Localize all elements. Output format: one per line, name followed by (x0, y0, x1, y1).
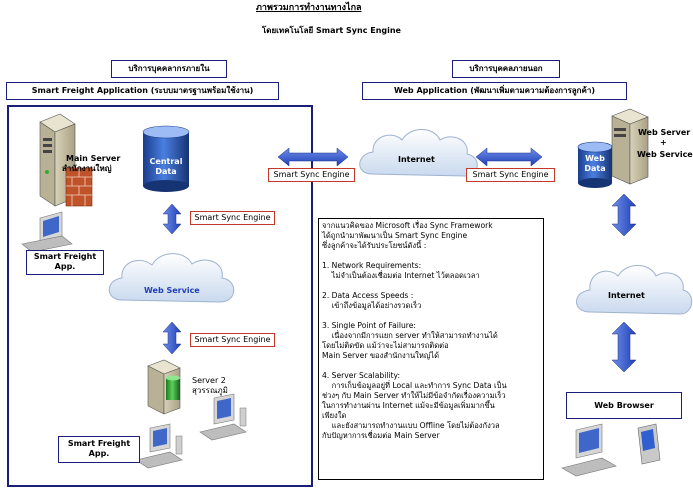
client-top-label-1: Smart Freight (33, 252, 97, 261)
internet-middle-label: Internet (398, 155, 435, 164)
web-server-label-1: Web Server (638, 128, 691, 137)
benefits-note-box: จากแนวคิดของ Microsoft เรื่อง Sync Frame… (318, 218, 544, 480)
firewall-icon (65, 167, 93, 207)
external-group-label: บริการบุคคลภายนอก (452, 60, 560, 78)
sync-engine-box-right: Smart Sync Engine (466, 168, 555, 182)
note-line: Main Server ของสำนักงานใหญ่ได้ (322, 351, 440, 360)
note-line: ช่วงๆ กับ Main Server ทำให้ไม่มีข้อจำกัด… (322, 391, 506, 400)
sync-engine-box-2: Smart Sync Engine (190, 333, 275, 347)
main-server-label: Main Server (66, 154, 121, 163)
client-top-label-2: App. (54, 262, 76, 271)
note-line (322, 361, 540, 371)
note-line: 1. Network Requirements: (322, 261, 422, 270)
client-top-label-box: Smart Freight App. (26, 250, 104, 275)
web-data-label-2: Data (584, 164, 606, 173)
note-line: จากแนวคิดของ Microsoft เรื่อง Sync Frame… (322, 221, 493, 230)
note-line (322, 311, 540, 321)
main-server-sublabel: สำนักงานใหญ่ (62, 164, 112, 173)
sync-arrow-horizontal-left (277, 147, 349, 167)
internal-frame (7, 105, 313, 487)
client-bottom-label-1: Smart Freight (67, 439, 131, 448)
web-data-cylinder-icon (577, 141, 613, 188)
note-line: ไม่จำเป็นต้องเชื่อมต่อ Internet ไว้ตลอดเ… (322, 271, 480, 280)
note-line: กับปัญหาการเชื่อมต่อ Main Server (322, 431, 440, 440)
client-pc-bottom-1-icon (135, 423, 183, 469)
sync-arrow-vertical-1 (162, 203, 182, 235)
server2-icon (147, 359, 181, 415)
sync-engine-box-left: Smart Sync Engine (268, 168, 355, 182)
internal-app-label: Smart Freight Application (ระบบมาตรฐานพร… (6, 82, 279, 100)
note-line (322, 251, 540, 261)
arrow-vertical-right (611, 193, 637, 237)
sync-engine-box-1: Smart Sync Engine (190, 211, 275, 225)
note-line (322, 281, 540, 291)
note-line: และยังสามารถทำงานแบบ Offline โดยไม่ต้องก… (322, 421, 500, 430)
client-pc-top-icon (21, 211, 73, 253)
web-service-cloud-icon (108, 253, 235, 303)
note-line: เนื่องจากมีการแยก server ทำให้สามารถทำงา… (322, 331, 498, 340)
note-line: ได้ถูกนำมาพัฒนาเป็น Smart Sync Engine (322, 231, 468, 240)
client-bottom-label-2: App. (88, 449, 110, 458)
benefits-note-text: จากแนวคิดของ Microsoft เรื่อง Sync Frame… (322, 221, 540, 441)
note-line: 2. Data Access Speeds : (322, 291, 414, 300)
web-browser-label: Web Browser (566, 392, 682, 419)
page-subtitle: โดยเทคโนโลยี Smart Sync Engine (262, 26, 401, 35)
central-data-label-1: Central (149, 157, 183, 166)
browser-pc-icon (561, 423, 617, 477)
external-app-label: Web Application (พัฒนาเพิ่มตามความต้องกา… (362, 82, 627, 100)
sync-arrow-vertical-2 (162, 321, 182, 355)
client-bottom-label-box: Smart Freight App. (58, 436, 140, 463)
server2-label: Server 2 (192, 376, 226, 385)
note-line: เพียงใด (322, 411, 347, 420)
arrow-vertical-right-bottom (611, 321, 637, 373)
note-line: โดยไม่ติดขัด แม้ว่าจะไม่สามารถติดต่อ (322, 341, 449, 350)
web-data-label-1: Web (585, 154, 605, 163)
web-service-label: Web Service (144, 286, 200, 295)
client-pc-bottom-2-icon (199, 393, 247, 441)
sync-arrow-horizontal-right (475, 147, 543, 167)
central-data-label-2: Data (155, 167, 177, 176)
page-title: ภาพรวมการทำงานทางไกล (256, 3, 362, 13)
main-server-icon (39, 113, 93, 207)
web-server-label-2: + (660, 138, 667, 147)
note-line: ในการทำงานผ่าน Internet แม้จะมีข้อมูลเพิ… (322, 401, 495, 410)
server2-sublabel: สุวรรณภูมิ (192, 386, 228, 395)
web-server-icon (611, 108, 649, 185)
note-line: เข้าถึงข้อมูลได้อย่างรวดเร็ว (322, 301, 422, 310)
web-server-label-3: Web Service (637, 150, 693, 159)
note-line: ซึ่งลูกค้าจะได้รับประโยชน์ดังนี้ : (322, 241, 427, 250)
internal-group-label: บริการบุคคลากรภายใน (111, 60, 227, 78)
internet-right-label: Internet (608, 291, 645, 300)
central-data-cylinder-icon (142, 125, 190, 192)
note-line: 4. Server Scalability: (322, 371, 401, 380)
note-line: การเก็บข้อมูลอยู่ที่ Local และทำการ Sync… (322, 381, 507, 390)
note-line: 3. Single Point of Failure: (322, 321, 416, 330)
internet-cloud-middle-icon (359, 129, 478, 177)
internet-cloud-right-icon (576, 265, 693, 315)
pda-icon (637, 423, 661, 465)
